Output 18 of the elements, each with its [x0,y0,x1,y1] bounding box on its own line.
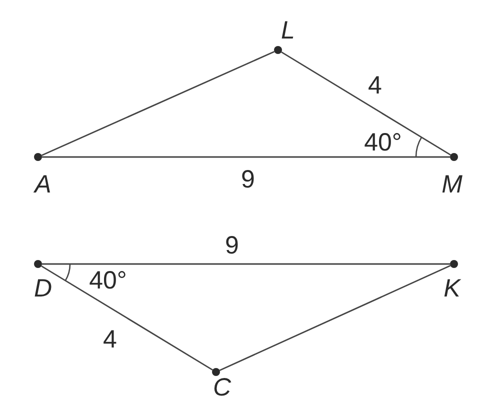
vertex-point [450,260,458,268]
vertex-point [450,153,458,161]
vertex-point [34,260,42,268]
triangle-side [219,265,451,371]
triangle-side [41,51,275,156]
vertex-label: L [281,18,295,44]
vertex-label: M [442,172,462,198]
triangle-side [41,265,213,371]
vertex-point [212,368,220,376]
vertex-point [274,46,282,54]
vertex-point [34,153,42,161]
vertex-label: K [444,276,460,302]
vertex-label: A [34,172,52,198]
triangle-side [42,263,450,265]
vertex-label: C [212,376,232,400]
triangle-side [42,156,450,158]
vertex-label: D [34,276,52,302]
triangle-side [281,51,451,156]
